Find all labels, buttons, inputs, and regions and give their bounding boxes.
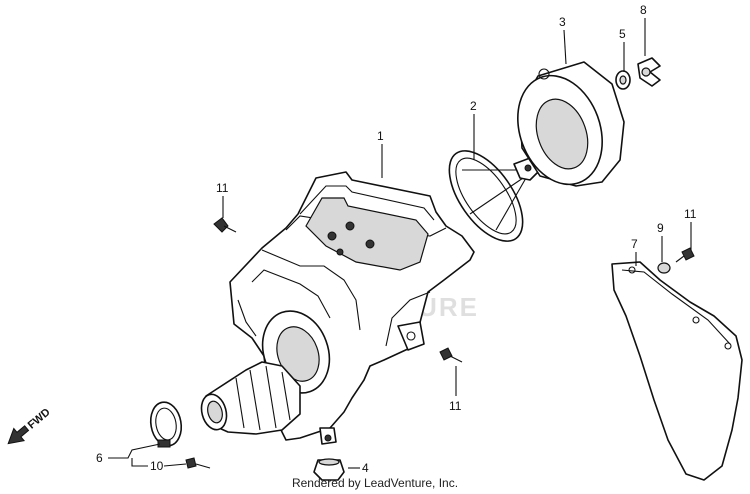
callout-2: 2 [470, 99, 477, 113]
bolt-right [675, 247, 695, 263]
collar [657, 262, 671, 274]
drain-plug [313, 458, 345, 481]
callout-3: 3 [559, 15, 566, 29]
callout-8: 8 [640, 3, 647, 17]
nut [615, 70, 631, 90]
callouts: 1 2 3 4 5 6 7 8 9 10 11 11 11 [96, 3, 697, 475]
intake-tube [200, 361, 301, 435]
callout-11-middle: 11 [449, 399, 462, 413]
callout-6: 6 [96, 451, 103, 465]
side-cover [611, 261, 743, 481]
callout-7: 7 [631, 237, 638, 251]
bolt-upper-left [213, 217, 237, 233]
screw [185, 457, 211, 469]
callout-1: 1 [377, 129, 384, 143]
band-clamp [149, 401, 183, 448]
footer-credit: Rendered by LeadVenture, Inc. [291, 476, 459, 490]
arrow-left-icon [7, 425, 30, 445]
fwd-arrow: FWD [7, 406, 53, 445]
callout-9: 9 [657, 221, 664, 235]
bolt-middle [439, 347, 463, 363]
leader-lines [108, 18, 692, 469]
callout-11-right: 11 [684, 207, 697, 221]
callout-4: 4 [362, 461, 369, 475]
callout-11-upper-left: 11 [216, 181, 229, 195]
callout-10: 10 [150, 459, 164, 473]
fwd-label: FWD [26, 406, 53, 431]
callout-5: 5 [619, 27, 626, 41]
wing-nut [637, 57, 661, 87]
air-filter-element [517, 61, 625, 187]
